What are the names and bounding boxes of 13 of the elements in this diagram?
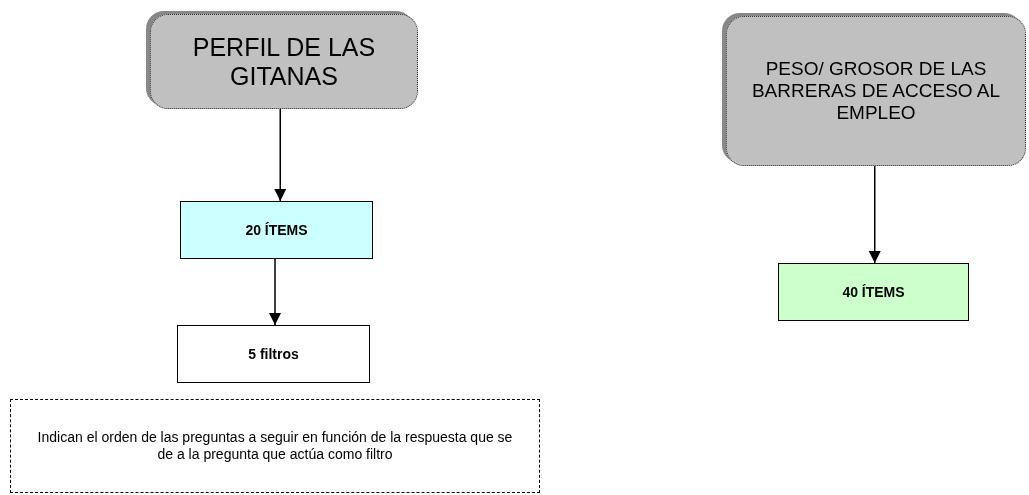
process-box — [180, 201, 373, 259]
arrow — [274, 108, 287, 202]
arrow — [868, 165, 881, 264]
process-box — [177, 325, 370, 383]
node-label: 40 ÍTEMS — [842, 284, 905, 300]
node-label: 5 filtros — [248, 346, 299, 362]
node-label: Indican el orden de las preguntas a seguir en función de la respuesta que se de a la pregunta que actúa como filtro — [36, 429, 514, 463]
node-label: PERFIL DE LAS GITANAS — [191, 32, 377, 91]
note-box — [10, 399, 540, 493]
process-box — [778, 263, 969, 321]
arrow — [269, 258, 281, 326]
node-label: 20 ÍTEMS — [245, 222, 308, 238]
node-label: PESO/ GROSOR DE LAS BARRERAS DE ACCESO AL EMPLEO — [750, 58, 1002, 124]
